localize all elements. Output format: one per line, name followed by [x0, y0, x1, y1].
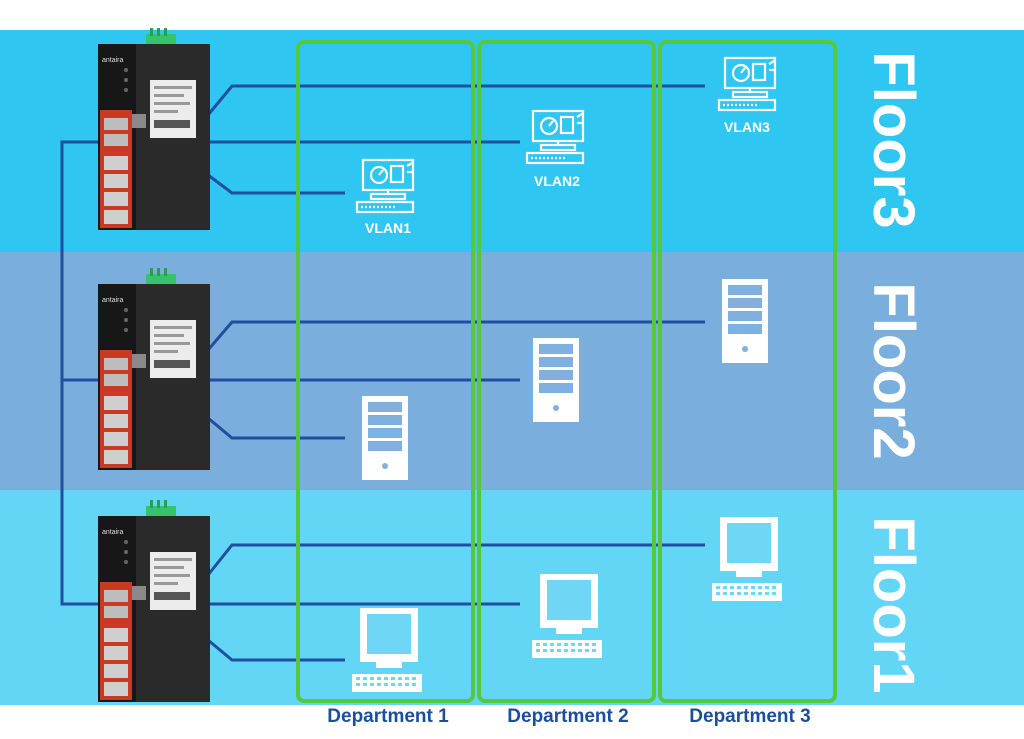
- switch-brand-label: antaira: [102, 57, 124, 64]
- vlan3-label: VLAN3: [724, 119, 770, 135]
- switch-floor3-icon: antaira: [98, 28, 210, 230]
- department-3-label: Department 3: [689, 706, 811, 727]
- pc-department3-icon: [712, 517, 782, 601]
- link-f3-vlan1: [207, 173, 345, 195]
- floor2-label: Floor2: [861, 282, 926, 459]
- floor1-label: Floor1: [861, 516, 926, 693]
- link-f1-pc1: [207, 638, 345, 662]
- server-department3-icon: [722, 279, 768, 363]
- pc-department2-icon: [532, 574, 602, 658]
- department-1-group: [296, 40, 475, 703]
- link-f2-server1: [207, 416, 345, 440]
- trunk-line: [60, 140, 98, 606]
- switch-floor2-icon: antaira: [98, 268, 210, 470]
- department-1-label: Department 1: [327, 706, 449, 727]
- vlan1-label: VLAN1: [365, 220, 411, 236]
- pc-department1-icon: [352, 608, 422, 692]
- switch-brand-label: antaira: [102, 529, 124, 536]
- server-department2-icon: [533, 338, 579, 422]
- link-f1-pc3: [206, 543, 705, 576]
- link-f2-server3: [206, 320, 705, 351]
- link-f3-vlan3: [206, 84, 705, 116]
- floor3-label: Floor3: [861, 51, 926, 228]
- switch-brand-label: antaira: [102, 297, 124, 304]
- switch-floor1-icon: antaira: [98, 500, 210, 702]
- trunk-links: [60, 140, 98, 606]
- department-2-label: Department 2: [507, 706, 629, 727]
- department-groups: [296, 40, 837, 703]
- server-department1-icon: [362, 396, 408, 480]
- vlan2-label: VLAN2: [534, 173, 580, 189]
- department-3-group: [658, 40, 837, 703]
- department-2-group: [477, 40, 656, 703]
